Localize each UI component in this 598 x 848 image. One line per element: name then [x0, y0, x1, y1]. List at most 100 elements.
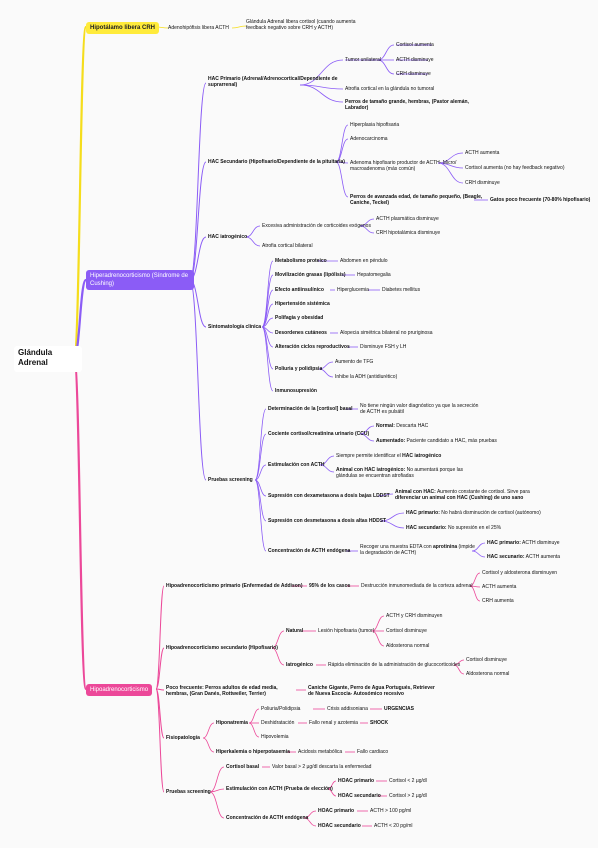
node-hac-iatrogenico[interactable]: HAC iatrogénico [208, 234, 248, 240]
node-ccu-normal[interactable]: Normal: Descarta HAC [376, 423, 428, 429]
node-efecto-antiinsulinico[interactable]: Efecto antiinsulínico [275, 287, 324, 293]
node-abdomen[interactable]: Abdomen en péndulo [340, 258, 388, 264]
node-fallo-cardiaco[interactable]: Fallo cardiaco [357, 749, 389, 755]
node-hac-primario[interactable]: HAC Primario (Adrenal/Adrenocortical/Dep… [208, 76, 338, 89]
node-destruccion[interactable]: Destrucción inmunomediada de la corteza … [361, 583, 473, 589]
node-polifagia[interactable]: Polifagia y obesidad [275, 315, 324, 321]
node-concentracion-hiper[interactable]: Concentración de ACTH endógena [268, 548, 351, 554]
node-iatrogenico-hipo[interactable]: Iatrogénico [286, 662, 313, 668]
topic-hiperadrenocorticismo[interactable]: Hiperadrenocorticismo (Síndrome de Cushi… [86, 270, 194, 290]
node-glandula-libera[interactable]: Glándula Adrenal libera cortisol (cuando… [246, 19, 356, 32]
node-pruebas-hiper[interactable]: Pruebas screening [208, 477, 253, 483]
node-deshidratacion[interactable]: Deshidratación [261, 720, 295, 726]
node-hoac-primario[interactable]: HOAC primario [338, 778, 375, 784]
node-adenoma[interactable]: Adenoma hipofisario productor de ACTH- M… [350, 160, 457, 173]
node-hiperplasia[interactable]: Hiperplasia hipofisaria [350, 122, 400, 128]
topic-hipotalamo[interactable]: Hipotálamo libera CRH [86, 22, 160, 34]
node-hoac-secundario-2[interactable]: HOAC secundario [318, 823, 361, 829]
node-hipo-secundario[interactable]: Hipoadrenocorticismo secundario (Hipofis… [166, 645, 278, 651]
node-caniche[interactable]: Caniche Gigante, Perro de Agua Portugués… [308, 685, 435, 698]
node-gatos[interactable]: Gatos poco frecuente (70-80% hipofisario… [490, 197, 591, 203]
node-siempre[interactable]: Siempre permite identificar el HAC iatro… [336, 453, 441, 459]
node-adenohipofisis[interactable]: Adenohipófisis libera ACTH [168, 25, 229, 31]
node-desordenes[interactable]: Desordenes cutáneos [275, 330, 327, 336]
node-alteracion[interactable]: Alteración ciclos reproductivos [275, 344, 350, 350]
node-exceso-corticoides[interactable]: Excesiva administración de corticoides e… [262, 223, 371, 229]
node-metabolismo[interactable]: Metabolismo proteico [275, 258, 327, 264]
node-crisis[interactable]: Crisis addisoniana [327, 706, 368, 712]
node-estimulacion-hipo[interactable]: Estimulación con ACTH (Prueba de elecció… [226, 786, 333, 792]
node-hipertension[interactable]: Hipertensión sistémica [275, 301, 330, 307]
node-animal-iatro[interactable]: Animal con HAC iatrogénico: No aumentará… [336, 467, 481, 479]
node-tumor-unilateral[interactable]: Tumor unilateral [345, 57, 381, 63]
node-ccu-aumentado[interactable]: Aumentado: Paciente candidato a HAC, más… [376, 438, 497, 444]
node-adenocarcinoma[interactable]: Adenocarcinoma [350, 136, 388, 142]
node-cociente[interactable]: Cociente cortisol/creatinina urinario (C… [268, 431, 370, 437]
node-supresion-altas[interactable]: Supresión con desmetasona a dosis altas … [268, 518, 387, 524]
node-urgencias[interactable]: URGENCIAS [384, 706, 415, 712]
node-atrofia-contralateral[interactable]: Atrofia cortical en la glándula no tumor… [345, 86, 435, 92]
node-pruebas-hipo[interactable]: Pruebas screening [166, 789, 211, 795]
node-cortisol-aumenta-nofb[interactable]: Cortisol aumenta (no hay feedback negati… [465, 165, 565, 171]
node-inmunosupresion[interactable]: Inmunosupresión [275, 388, 317, 394]
node-cortisol-lt2[interactable]: Cortisol < 2 µg/dl [389, 778, 427, 784]
node-acth-prim[interactable]: HAC primario: ACTH disminuye [487, 540, 560, 546]
root-node[interactable]: Glándula Adrenal [14, 346, 82, 372]
node-estimulacion-hiper[interactable]: Estimulación con ACTH [268, 462, 325, 468]
node-supresion-bajas[interactable]: Supresión con dexametasona a dosis bajas… [268, 493, 390, 499]
node-natural[interactable]: Natural [286, 628, 304, 634]
node-perros-pequenos[interactable]: Perros de avanzada edad, de tamaño peque… [350, 194, 483, 207]
node-crh-disminuye-2[interactable]: CRH disminuye [465, 180, 500, 186]
node-acth-plasmatica[interactable]: ACTH plasmática disminuye [376, 216, 439, 222]
node-sintomatologia[interactable]: Sintomatología clínica [208, 324, 262, 330]
node-cortisol-gt2[interactable]: Cortisol > 2 µg/dl [389, 793, 427, 799]
node-cortisol-dis[interactable]: Cortisol disminuye [386, 628, 427, 634]
node-hiperglucemia[interactable]: Hiperglucemia [337, 287, 369, 293]
node-hoac-secundario[interactable]: HOAC secundario [338, 793, 381, 799]
node-hiponatremia[interactable]: Hiponatremia [216, 720, 248, 726]
node-hddst-secundario[interactable]: HAC secundario: No supresión en el 25% [406, 525, 501, 531]
node-hipovolemia[interactable]: Hipovolemia [261, 734, 289, 740]
node-hiperkalemia[interactable]: Hiperkalemia o hiperpotasemia [216, 749, 290, 755]
node-cortisol-dis-2[interactable]: Cortisol disminuye [466, 657, 507, 663]
node-hac-secundario[interactable]: HAC Secundario (Hipofisario/Dependiente … [208, 159, 345, 165]
node-aumento-tfg[interactable]: Aumento de TFG [335, 359, 374, 365]
node-recoger[interactable]: Recoger una muestra EDTA con aprotinina … [360, 544, 480, 556]
node-acth-lt20[interactable]: ACTH < 20 pg/ml [374, 823, 413, 829]
node-acidosis[interactable]: Acidosis metabólica [298, 749, 343, 755]
node-animal-hac[interactable]: Animal con HAC: Aumento constante de cor… [395, 489, 545, 501]
node-cortisol-basal[interactable]: Cortisol basal [226, 764, 260, 770]
node-movilizacion[interactable]: Movilización grasas (lipólisis) [275, 272, 346, 278]
node-alopecia[interactable]: Alopecia simétrica bilateral no prurigin… [340, 330, 433, 336]
topic-hipoadrenocorticismo[interactable]: Hipoadrenocorticismo [86, 684, 153, 696]
node-hepatomegalia[interactable]: Hepatomegalia [357, 272, 391, 278]
node-crh-hipotalamica[interactable]: CRH hipotalámica disminuye [376, 230, 441, 236]
node-acth-crh-dis[interactable]: ACTH y CRH disminuyen [386, 613, 443, 619]
node-poliuria[interactable]: Poliuria y polidipsia [275, 366, 323, 372]
node-crh-aumenta[interactable]: CRH aumenta [482, 598, 514, 604]
node-poco-frecuente[interactable]: Poco frecuente: Perros adultos de edad m… [166, 685, 278, 698]
node-hddst-primario[interactable]: HAC primario: No habrá disminución de co… [406, 510, 541, 516]
node-acth-sec[interactable]: HAC secunario: ACTH aumenta [487, 554, 560, 560]
node-fallo-renal[interactable]: Fallo renal y azotemia [309, 720, 358, 726]
node-hoac-primario-2[interactable]: HOAC primario [318, 808, 355, 814]
node-poliuria-hipo[interactable]: Poliuria/Polidipsia [261, 706, 301, 712]
node-acth-aumenta-hipo[interactable]: ACTH aumenta [482, 584, 517, 590]
node-inhibe-adh[interactable]: Inhibe la ADH (antidiurético) [335, 374, 398, 380]
node-rapida[interactable]: Rápida eliminación de la administración … [328, 662, 461, 668]
node-shock[interactable]: SHOCK [370, 720, 389, 726]
node-disminuye-fsh[interactable]: Disminuye FSH y LH [360, 344, 407, 350]
node-crh-disminuye[interactable]: CRH disminuye [396, 71, 431, 77]
node-aldosterona-normal-2[interactable]: Aldosterona normal [466, 671, 510, 677]
node-acth-disminuye[interactable]: ACTH disminuye [396, 57, 434, 63]
node-acth-gt100[interactable]: ACTH > 100 pg/ml [370, 808, 412, 814]
node-acth-aumenta[interactable]: ACTH aumenta [465, 150, 500, 156]
node-cortisol-aumenta[interactable]: Cortisol aumenta [396, 42, 434, 48]
node-diabetes[interactable]: Diabetes mellitus [382, 287, 421, 293]
node-valor-basal[interactable]: Valor basal > 2 µg/dl descarta la enferm… [272, 764, 372, 770]
node-perros-grandes[interactable]: Perros de tamaño grande, hembras, (Pasto… [345, 99, 469, 112]
node-casos[interactable]: 95% de los casos [309, 583, 351, 589]
node-concentracion-hipo[interactable]: Concentración de ACTH endógena [226, 815, 309, 821]
node-lesion[interactable]: Lesión hipofisaria (tumor) [318, 628, 375, 634]
node-atrofia-bilateral[interactable]: Atrofia cortical bilateral [262, 243, 313, 249]
